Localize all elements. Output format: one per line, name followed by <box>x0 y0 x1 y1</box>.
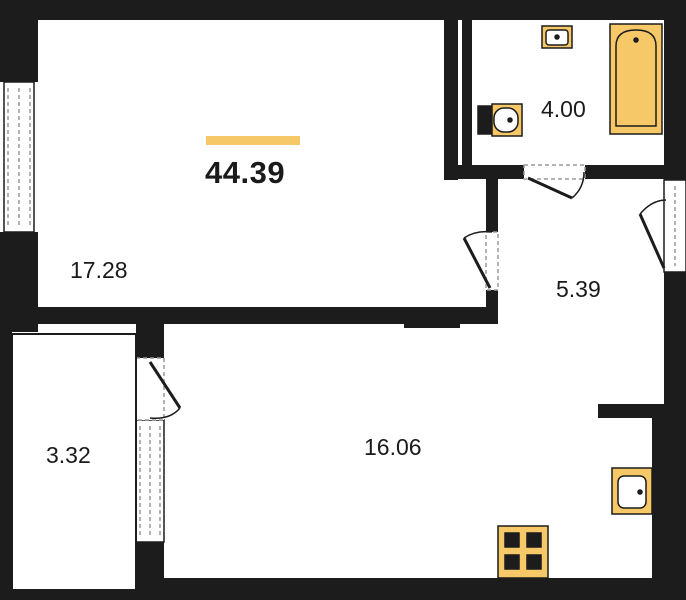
wall-right-upper <box>664 0 686 180</box>
total-accent-bar <box>206 136 300 145</box>
door-icon <box>523 164 586 200</box>
door-icon <box>638 199 667 269</box>
hall-area-label: 5.39 <box>556 276 601 302</box>
wall-column-upper <box>136 320 164 358</box>
fixtures <box>477 23 663 579</box>
bathtub-icon <box>609 23 663 135</box>
wall-bath-left <box>444 20 458 180</box>
wall-kitchen-stub <box>598 404 664 418</box>
window-icon <box>3 81 35 233</box>
balcony-area-label: 3.32 <box>46 442 91 468</box>
window-icon <box>663 179 686 273</box>
balcony-outline <box>11 333 137 591</box>
wall-left-lower <box>0 320 12 600</box>
total-area: 44.39 <box>205 155 286 190</box>
windows <box>3 81 686 543</box>
kitchen-living-area-label: 16.06 <box>364 434 422 460</box>
wall-bottom-left <box>0 590 164 600</box>
wall-bottom <box>136 578 686 600</box>
wall-top <box>0 0 686 20</box>
doors <box>135 164 667 421</box>
room-area-label: 17.28 <box>70 257 128 283</box>
wall-bath-bottom-right <box>585 165 686 179</box>
door-icon <box>135 357 182 421</box>
wall-bath-bottom-left <box>444 165 524 179</box>
sink-icon <box>541 25 573 49</box>
wall-left-upper <box>0 0 38 82</box>
toilet-icon <box>477 103 523 137</box>
window-icon <box>135 419 165 543</box>
wall-kitchen-right <box>652 404 686 600</box>
bathroom-area-label: 4.00 <box>541 96 586 122</box>
wall-room-bottom <box>0 307 498 324</box>
wall-partition-upper <box>486 170 498 232</box>
kitchen-sink-icon <box>611 467 653 515</box>
wall-bath-left-inner <box>462 20 472 170</box>
door-icon <box>462 230 499 291</box>
wall-room-bottom-step <box>404 318 460 328</box>
stove-icon <box>497 525 549 579</box>
